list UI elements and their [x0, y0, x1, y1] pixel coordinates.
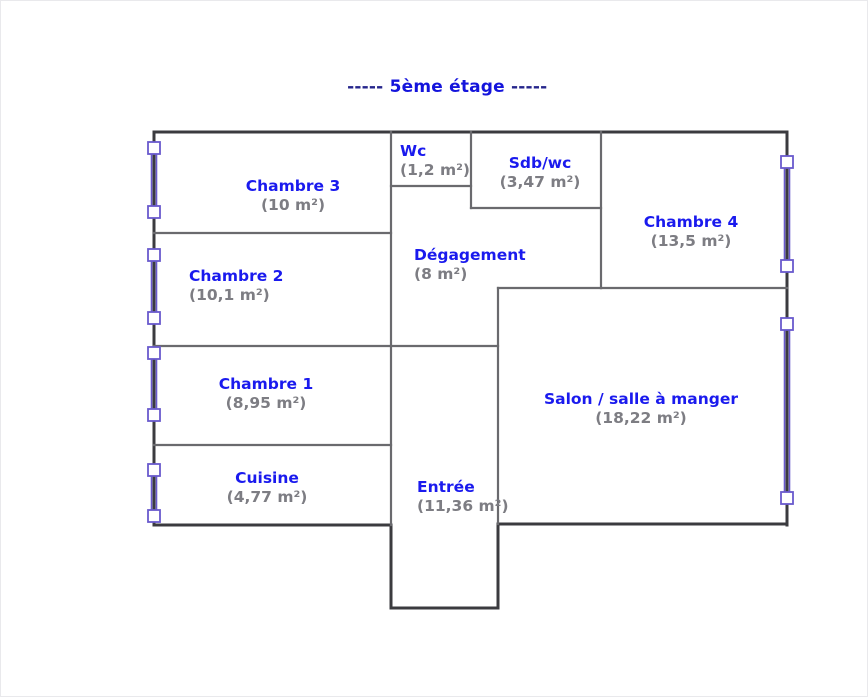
room-area: (10,1 m²)	[189, 285, 270, 304]
room-label-entree: Entrée (11,36 m²)	[417, 478, 509, 516]
room-label-chambre3: Chambre 3 (10 m²)	[246, 177, 340, 215]
title-text: 5ème étage	[389, 77, 505, 97]
room-area: (10 m²)	[260, 195, 326, 214]
room-name: Entrée	[417, 478, 475, 496]
room-name: Chambre 2	[189, 267, 284, 285]
room-label-chambre1: Chambre 1 (8,95 m²)	[219, 375, 313, 413]
room-area: (1,2 m²)	[400, 160, 470, 179]
room-label-degagement: Dégagement (8 m²)	[414, 246, 526, 284]
room-area: (18,22 m²)	[595, 408, 687, 427]
room-area: (8,95 m²)	[225, 393, 307, 412]
window-left-1	[147, 141, 161, 219]
room-name: Cuisine	[235, 469, 299, 487]
room-name: Salon / salle à manger	[543, 390, 739, 408]
window-right-2	[780, 317, 794, 505]
window-left-4	[147, 463, 161, 523]
room-area: (3,47 m²)	[499, 172, 581, 191]
room-label-wc: Wc (1,2 m²)	[400, 142, 470, 180]
room-name: Chambre 3	[245, 177, 341, 195]
page-title: ----- 5ème étage -----	[1, 57, 868, 117]
interior-walls	[152, 130, 789, 527]
window-left-2	[147, 248, 161, 325]
window-left-3	[147, 346, 161, 422]
room-label-chambre2: Chambre 2 (10,1 m²)	[189, 267, 283, 305]
window-right-1	[780, 155, 794, 273]
room-area: (11,36 m²)	[417, 496, 509, 515]
windows	[147, 141, 794, 523]
room-name: Chambre 1	[218, 375, 314, 393]
title-dash-right: -----	[511, 77, 548, 97]
room-area: (13,5 m²)	[650, 231, 732, 250]
room-label-cuisine: Cuisine (4,77 m²)	[227, 469, 308, 507]
room-area: (8 m²)	[414, 264, 468, 283]
room-label-salon: Salon / salle à manger (18,22 m²)	[544, 390, 738, 428]
title-dash-left: -----	[347, 77, 384, 97]
room-label-chambre4: Chambre 4 (13,5 m²)	[644, 213, 738, 251]
room-area: (4,77 m²)	[226, 487, 308, 506]
room-name: Chambre 4	[643, 213, 739, 231]
room-name: Dégagement	[414, 246, 526, 264]
room-name: Wc	[400, 142, 427, 160]
room-label-sdbwc: Sdb/wc (3,47 m²)	[500, 154, 581, 192]
room-name: Sdb/wc	[508, 154, 572, 172]
